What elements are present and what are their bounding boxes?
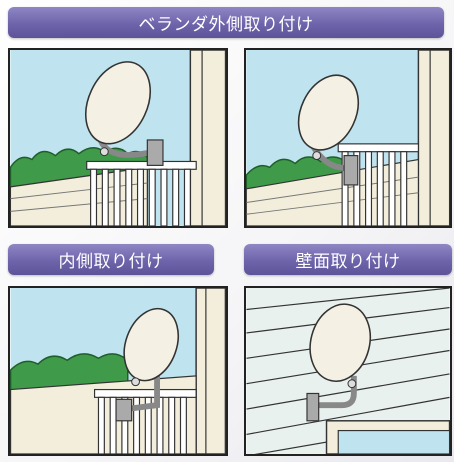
illustration-wall [246, 288, 450, 454]
panel-balcony-inside [8, 286, 228, 456]
banner-outside-mount-label: ベランダ外側取り付け [138, 15, 314, 35]
illustration-inside [10, 288, 226, 454]
banner-outside-mount: ベランダ外側取り付け [8, 7, 444, 38]
panel-balcony-outside-right [244, 48, 452, 228]
panel-balcony-outside-left [8, 48, 228, 228]
banner-inside-mount-label: 内側取り付け [58, 252, 164, 272]
illustration-outside-left [10, 50, 226, 226]
banner-wall-mount-label: 壁面取り付け [295, 252, 401, 272]
panel-wall-mount [244, 286, 452, 456]
banner-wall-mount: 壁面取り付け [244, 244, 452, 275]
banner-inside-mount: 内側取り付け [8, 244, 214, 275]
illustration-outside-right [246, 50, 450, 226]
